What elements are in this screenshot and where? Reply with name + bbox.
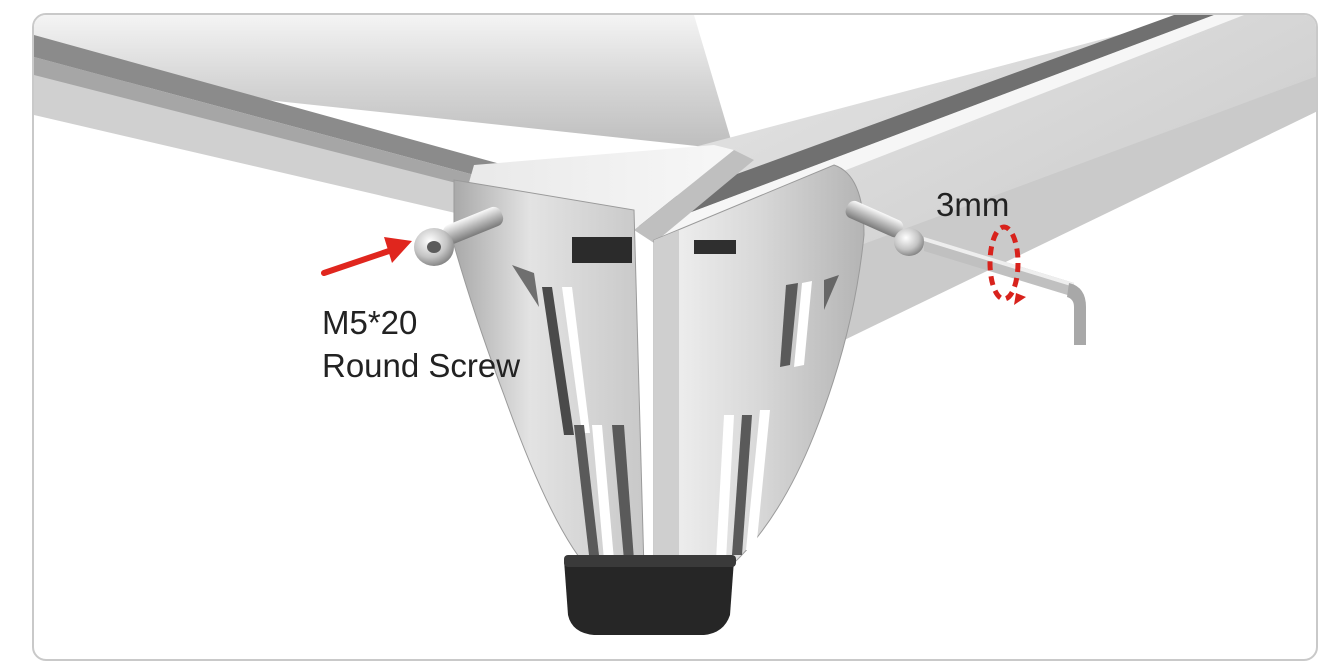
assembly-illustration — [34, 15, 1316, 635]
rubber-foot — [564, 555, 736, 635]
left-frame-rail — [34, 15, 734, 215]
round-screw — [414, 206, 504, 266]
rotation-arrowhead-icon — [1014, 293, 1026, 305]
rotation-arrow-icon — [987, 224, 1021, 302]
right-screw — [845, 200, 924, 256]
screw-spec-label: M5*20 — [322, 304, 418, 341]
right-leg-bracket — [653, 164, 865, 581]
hex-key — [924, 237, 1086, 345]
pointer-arrow-icon — [321, 237, 412, 276]
screw-name-label: Round Screw — [322, 347, 521, 384]
hex-key-size-label: 3mm — [936, 186, 1010, 223]
illustration-frame: M5*20 Round Screw 3mm — [32, 13, 1318, 661]
left-leg-bracket — [453, 179, 645, 576]
